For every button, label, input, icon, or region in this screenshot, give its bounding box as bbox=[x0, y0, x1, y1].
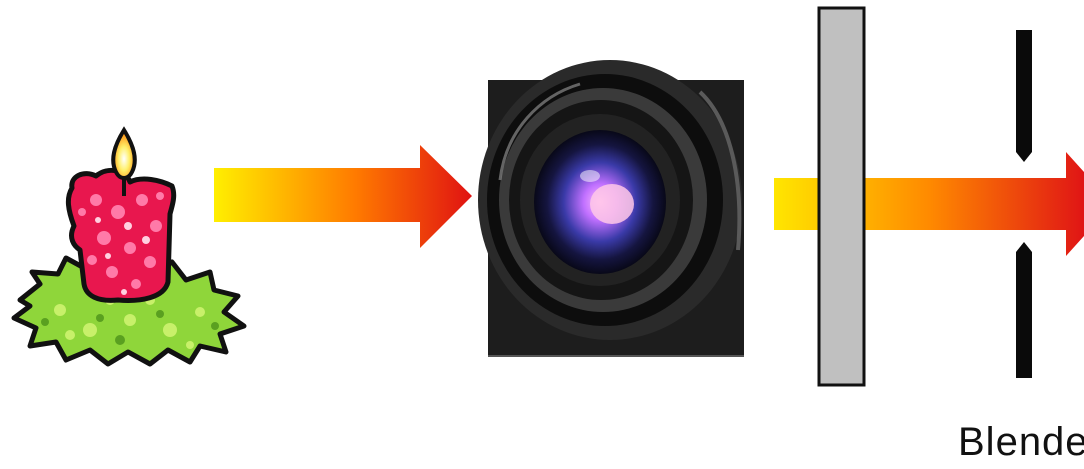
aperture-label: Blende bbox=[958, 420, 1084, 465]
camera-lens-icon bbox=[478, 60, 744, 356]
filter-plate-icon bbox=[819, 8, 864, 385]
candle-icon bbox=[14, 130, 244, 364]
light-arrow-1 bbox=[214, 145, 472, 248]
